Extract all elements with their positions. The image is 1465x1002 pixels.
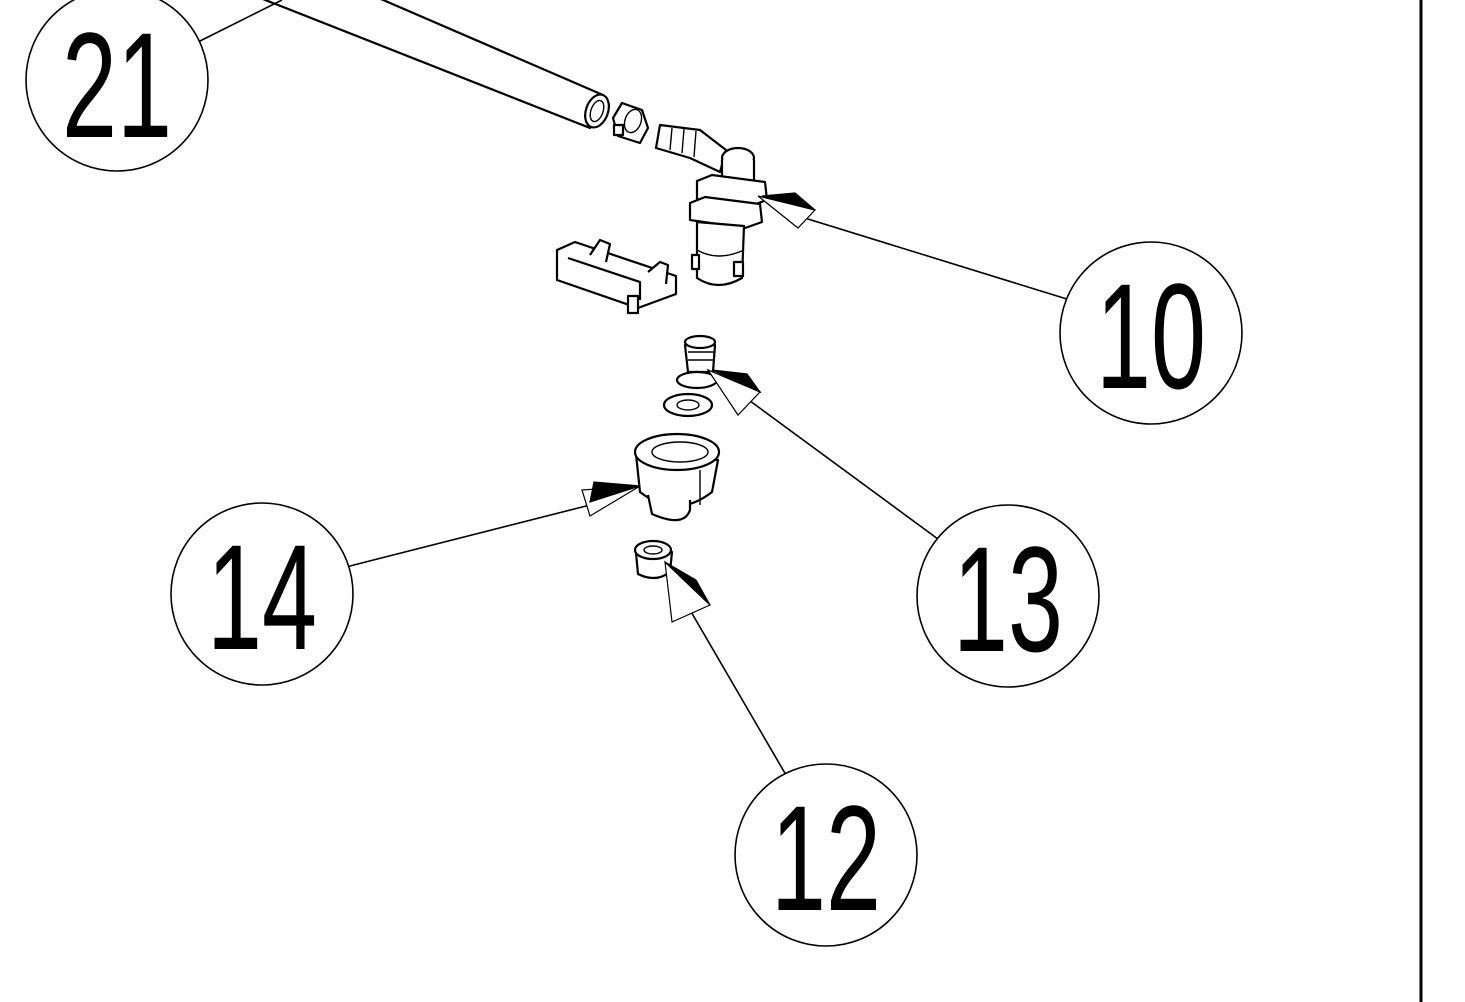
leader-21 xyxy=(197,0,283,43)
part-13-filter xyxy=(675,334,719,390)
part-12-nozzle-tip xyxy=(633,539,674,580)
callout-balloon-13: 13 xyxy=(916,504,1100,688)
callout-balloon-10: 10 xyxy=(1059,241,1243,425)
callout-label-10: 10 xyxy=(1096,252,1206,420)
leader-14 xyxy=(345,481,641,568)
callout-label-14: 14 xyxy=(207,513,317,681)
callout-label-21: 21 xyxy=(62,1,172,169)
leader-12 xyxy=(664,560,787,776)
callout-label-12: 12 xyxy=(771,774,881,942)
callout-balloon-21: 21 xyxy=(25,0,209,172)
retaining-clip xyxy=(555,238,678,315)
sealing-washer xyxy=(662,392,714,418)
part-21-hose xyxy=(262,0,610,130)
leader-10 xyxy=(757,192,1071,301)
leader-13 xyxy=(706,368,943,543)
hose-clamp xyxy=(611,101,650,145)
callout-balloon-12: 12 xyxy=(734,763,918,947)
callout-balloon-14: 14 xyxy=(170,502,354,686)
part-14-nozzle-cap xyxy=(633,432,721,522)
part-10-elbow-fitting xyxy=(654,123,769,287)
callout-label-13: 13 xyxy=(953,515,1063,683)
